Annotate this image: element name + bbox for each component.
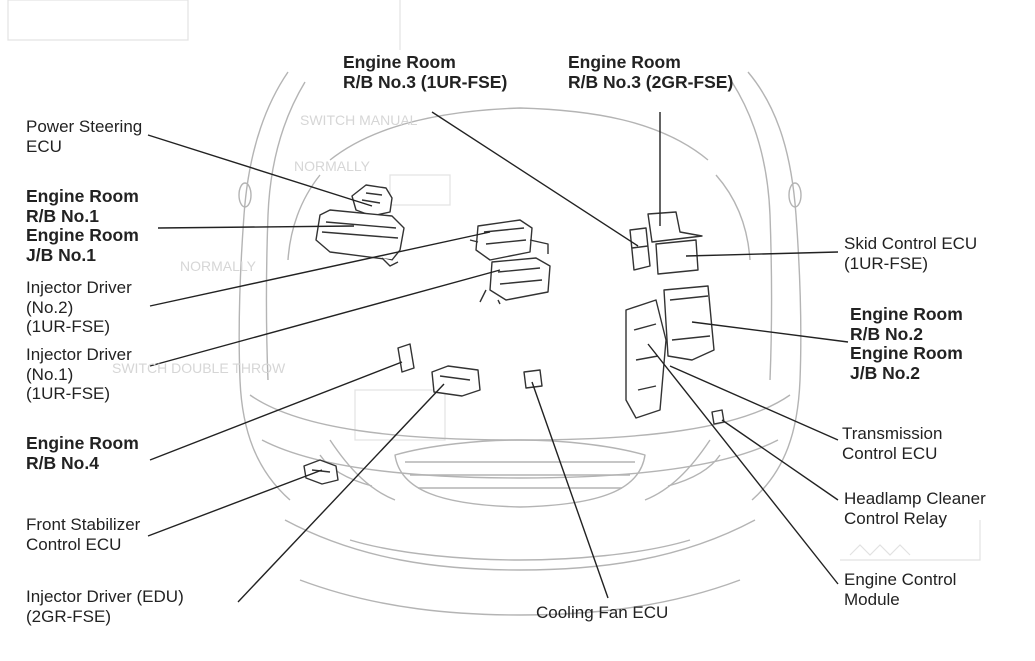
label-injector-driver-no2: Injector Driver (No.2) (1UR-FSE): [26, 278, 132, 336]
label-engine-room-rb1: Engine Room R/B No.1 Engine Room J/B No.…: [26, 186, 139, 265]
ghost-text-1: SWITCH MANUAL: [300, 112, 418, 128]
label-engine-room-rb4: Engine Room R/B No.4: [26, 433, 139, 473]
label-skid-control-ecu: Skid Control ECU (1UR-FSE): [844, 234, 978, 273]
leader-ecm: [647, 343, 839, 585]
label-engine-control-module: Engine Control Module: [844, 570, 957, 609]
label-front-stabilizer-ecu: Front Stabilizer Control ECU: [26, 515, 141, 554]
injector-driver-edu-part: [431, 365, 481, 397]
label-transmission-control-ecu: Transmission Control ECU: [842, 424, 943, 463]
label-headlamp-cleaner-relay: Headlamp Cleaner Control Relay: [844, 489, 986, 528]
leader-power-steering: [147, 134, 373, 207]
leader-rb2: [691, 321, 849, 343]
cooling-fan-ecu-part: [523, 369, 543, 389]
engine-control-module-part: [625, 299, 667, 419]
leader-inj1: [149, 269, 501, 367]
label-engine-room-rb3-1ur: Engine Room R/B No.3 (1UR-FSE): [343, 52, 508, 92]
injector-driver-no2-part: [469, 219, 549, 261]
skid-control-ecu-part: [655, 239, 699, 275]
car-outline: [238, 71, 802, 616]
leader-lines: [147, 111, 849, 603]
power-steering-ecu-part: [351, 184, 393, 217]
leader-rb1: [157, 225, 355, 229]
headlamp-cleaner-relay-part: [711, 409, 725, 425]
leader-rb3-1ur: [431, 111, 639, 247]
engine-room-rb4-part: [397, 343, 415, 373]
engine-room-rb3-2gr-part: [647, 211, 703, 243]
leader-stab: [147, 469, 323, 537]
label-cooling-fan-ecu: Cooling Fan ECU: [536, 603, 669, 622]
label-engine-room-rb3-2gr: Engine Room R/B No.3 (2GR-FSE): [568, 52, 734, 92]
leader-edu: [237, 383, 445, 603]
injector-driver-no1-part: [479, 257, 551, 305]
leader-inj2: [149, 231, 491, 307]
leader-fan: [531, 381, 609, 599]
engine-room-rb1-part: [315, 209, 405, 267]
leader-headlamp: [721, 419, 839, 501]
background-print-through: [7, 0, 981, 561]
leader-rb4: [149, 361, 403, 461]
ghost-text-4: SWITCH DOUBLE THROW: [112, 360, 286, 376]
engine-room-rb2-part: [663, 285, 715, 361]
label-power-steering-ecu: Power Steering ECU: [26, 117, 143, 156]
components: [303, 184, 725, 485]
label-injector-driver-edu: Injector Driver (EDU) (2GR-FSE): [26, 587, 184, 626]
label-injector-driver-no1: Injector Driver (No.1) (1UR-FSE): [26, 345, 132, 403]
leader-skid: [685, 251, 839, 257]
label-engine-room-rb2: Engine Room R/B No.2 Engine Room J/B No.…: [850, 304, 963, 383]
engine-room-rb3-1ur-part: [629, 227, 651, 271]
ghost-text-3: NORMALLY: [180, 258, 256, 274]
ghost-text-2: NORMALLY: [294, 158, 370, 174]
leader-tcu: [669, 365, 839, 441]
